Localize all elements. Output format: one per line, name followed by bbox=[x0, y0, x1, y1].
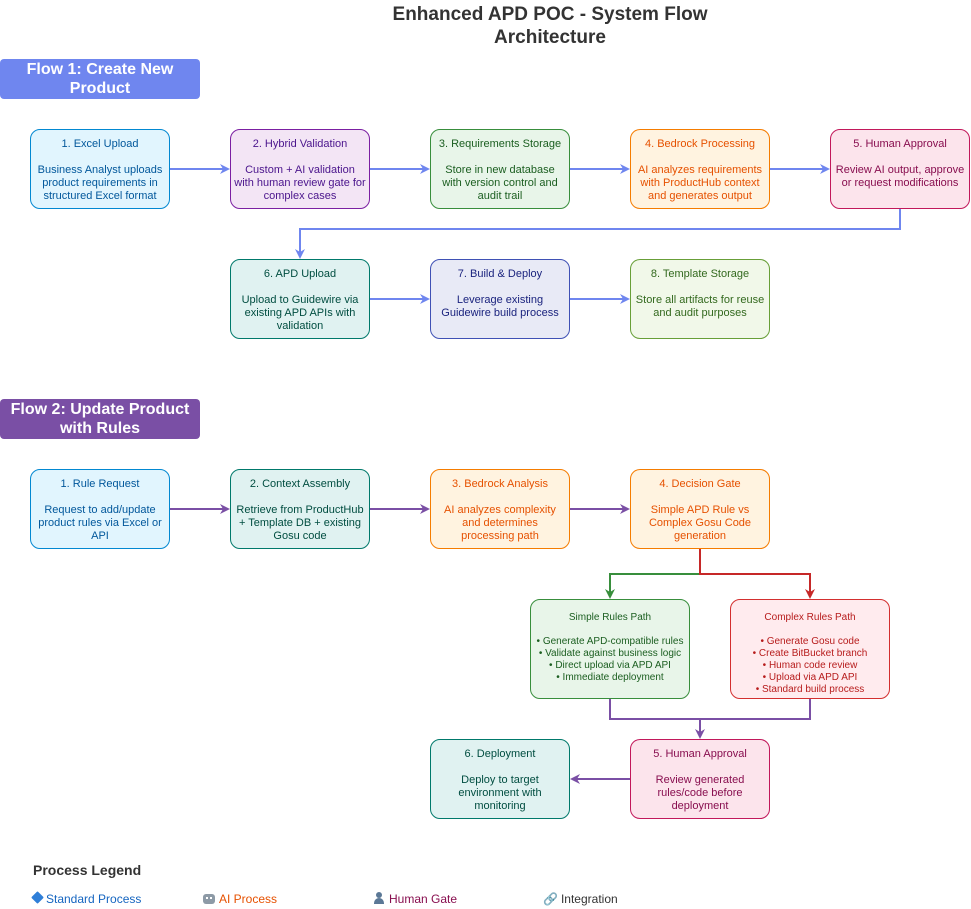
step-title: 3. Requirements Storage bbox=[438, 138, 562, 150]
flow1-step-human-approval: 5. Human Approval Review AI output, appr… bbox=[830, 129, 970, 209]
person-icon bbox=[373, 892, 385, 904]
step-desc: Review AI output, approve or request mod… bbox=[835, 164, 965, 189]
step-title: 8. Template Storage bbox=[650, 268, 750, 280]
flow1-step-build-deploy: 7. Build & Deploy Leverage existing Guid… bbox=[430, 259, 570, 339]
flow2-header: Flow 2: Update Product with Rules bbox=[0, 399, 200, 439]
arrow-f1-5-6 bbox=[295, 209, 901, 259]
step-desc: Business Analyst uploads product require… bbox=[37, 164, 163, 202]
step-title: 2. Hybrid Validation bbox=[252, 138, 348, 150]
arrow-decision-complex bbox=[699, 549, 815, 599]
path-title: Simple Rules Path bbox=[568, 612, 652, 623]
legend-human-gate: Human Gate bbox=[373, 892, 457, 907]
legend-label: Human Gate bbox=[389, 892, 458, 906]
flow2-step-human-approval: 5. Human Approval Review generated rules… bbox=[630, 739, 770, 819]
step-desc: AI analyzes complexity and determines pr… bbox=[444, 504, 556, 542]
arrow-simple-merge bbox=[609, 699, 705, 739]
path-bullets: • Generate Gosu code • Create BitBucket … bbox=[752, 636, 868, 695]
step-desc: Custom + AI validation with human review… bbox=[234, 164, 366, 202]
step-desc: AI analyzes requirements with ProductHub… bbox=[637, 164, 763, 202]
step-desc: Leverage existing Guidewire build proces… bbox=[441, 294, 559, 319]
simple-rules-path: Simple Rules Path • Generate APD-compati… bbox=[530, 599, 690, 699]
arrow-complex-merge bbox=[700, 699, 811, 720]
legend-label: AI Process bbox=[219, 892, 278, 906]
flow1-step-apd-upload: 6. APD Upload Upload to Guidewire via ex… bbox=[230, 259, 370, 339]
legend-standard-process: Standard Process bbox=[31, 891, 142, 907]
path-title: Complex Rules Path bbox=[764, 612, 856, 623]
legend-label: Standard Process bbox=[46, 892, 142, 906]
diagram-title: Enhanced APD POC - System Flow Architect… bbox=[392, 4, 708, 48]
flow1-step-excel-upload: 1. Excel Upload Business Analyst uploads… bbox=[30, 129, 170, 209]
robot-icon bbox=[203, 894, 215, 904]
flow2-step-context-assembly: 2. Context Assembly Retrieve from Produc… bbox=[230, 469, 370, 549]
step-desc: Store in new database with version contr… bbox=[442, 164, 558, 202]
legend-title: Process Legend bbox=[33, 862, 142, 878]
flow2-step-decision-gate: 4. Decision Gate Simple APD Rule vs Comp… bbox=[630, 469, 770, 549]
flow1-step-template-storage: 8. Template Storage Store all artifacts … bbox=[630, 259, 770, 339]
flow1-step-requirements-storage: 3. Requirements Storage Store in new dat… bbox=[430, 129, 570, 209]
link-icon: 🔗 bbox=[543, 892, 558, 906]
path-bullets: • Generate APD-compatible rules • Valida… bbox=[536, 636, 684, 683]
step-title: 4. Decision Gate bbox=[659, 478, 741, 490]
flow2-step-deployment: 6. Deployment Deploy to target environme… bbox=[430, 739, 570, 819]
step-title: 1. Rule Request bbox=[60, 478, 140, 490]
arrow-decision-simple bbox=[605, 549, 701, 599]
step-desc: Deploy to target environment with monito… bbox=[458, 774, 542, 812]
legend-integration: 🔗Integration bbox=[543, 892, 618, 907]
step-title: 4. Bedrock Processing bbox=[644, 138, 756, 150]
step-desc: Simple APD Rule vs Complex Gosu Code gen… bbox=[648, 504, 752, 542]
complex-rules-path: Complex Rules Path • Generate Gosu code … bbox=[730, 599, 890, 699]
flow1-header: Flow 1: Create New Product bbox=[0, 59, 200, 99]
step-title: 3. Bedrock Analysis bbox=[452, 478, 548, 490]
step-title: 5. Human Approval bbox=[653, 748, 747, 760]
step-desc: Store all artifacts for reuse and audit … bbox=[635, 294, 765, 319]
step-title: 7. Build & Deploy bbox=[457, 268, 543, 280]
flow2-step-rule-request: 1. Rule Request Request to add/update pr… bbox=[30, 469, 170, 549]
legend-ai-process: AI Process bbox=[203, 892, 277, 907]
step-title: 2. Context Assembly bbox=[249, 478, 351, 490]
step-title: 6. APD Upload bbox=[263, 268, 337, 280]
step-title: 1. Excel Upload bbox=[61, 138, 139, 150]
step-desc: Request to add/update product rules via … bbox=[38, 504, 162, 542]
flow1-step-bedrock-processing: 4. Bedrock Processing AI analyzes requir… bbox=[630, 129, 770, 209]
legend-label: Integration bbox=[560, 892, 618, 906]
step-desc: Review generated rules/code before deplo… bbox=[655, 774, 745, 812]
step-title: 6. Deployment bbox=[464, 748, 536, 760]
step-desc: Upload to Guidewire via existing APD API… bbox=[241, 294, 359, 332]
flow1-step-hybrid-validation: 2. Hybrid Validation Custom + AI validat… bbox=[230, 129, 370, 209]
flow2-step-bedrock-analysis: 3. Bedrock Analysis AI analyzes complexi… bbox=[430, 469, 570, 549]
step-desc: Retrieve from ProductHub + Template DB +… bbox=[236, 504, 364, 542]
step-title: 5. Human Approval bbox=[853, 138, 947, 150]
diamond-icon bbox=[31, 891, 44, 904]
